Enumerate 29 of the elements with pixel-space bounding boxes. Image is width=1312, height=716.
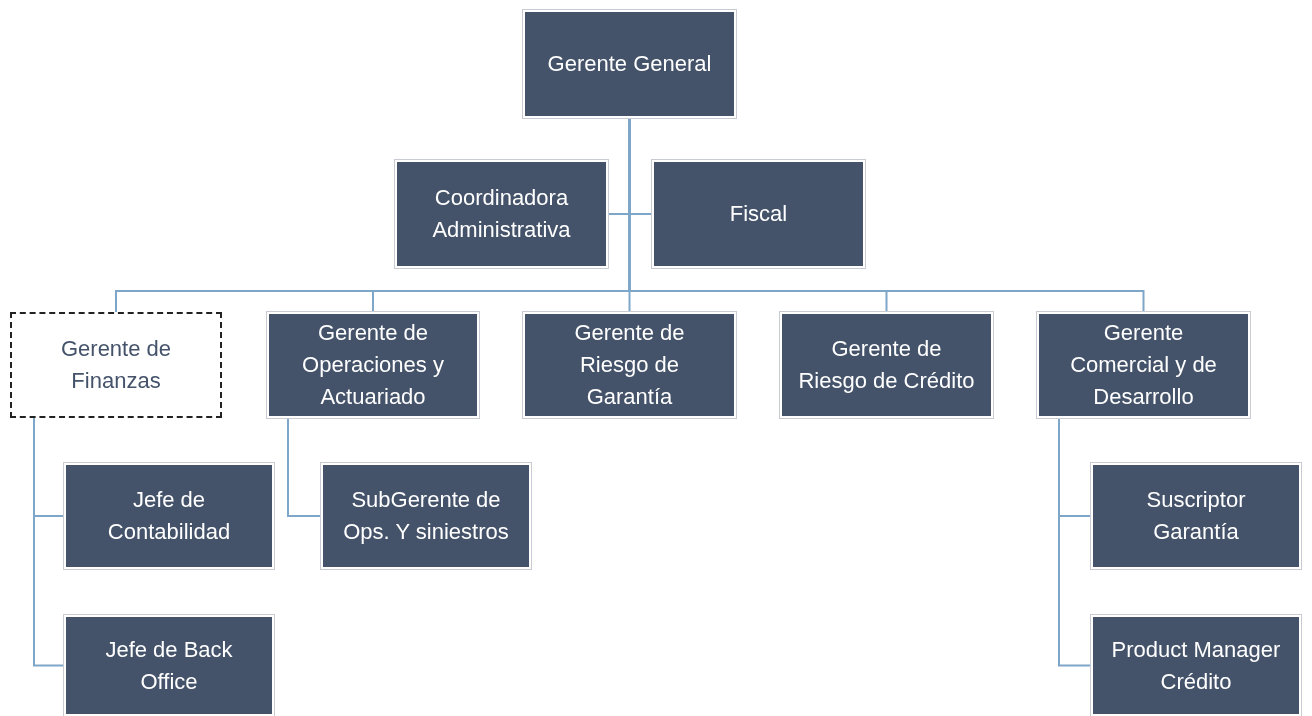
position-box bbox=[10, 312, 222, 418]
position-title: Jefe de Contabilidad bbox=[106, 486, 232, 546]
position-title: Gerente Comercial y de Desarrollo bbox=[1069, 319, 1218, 411]
position-box bbox=[1037, 312, 1250, 418]
position-title: Gerente General bbox=[547, 50, 712, 78]
position-box bbox=[64, 463, 274, 569]
position-box bbox=[1091, 463, 1301, 569]
position-box bbox=[780, 312, 993, 418]
position-title: Suscriptor Garantía bbox=[1145, 486, 1247, 546]
position-box bbox=[267, 312, 479, 418]
position-title: Gerente de Operaciones y Actuariado bbox=[301, 319, 445, 411]
position-box bbox=[1091, 615, 1301, 716]
connector-line bbox=[287, 417, 322, 517]
position-title: Product Manager Crédito bbox=[1110, 635, 1282, 696]
position-box bbox=[523, 312, 736, 418]
position-title: Jefe de Back Office bbox=[104, 635, 234, 696]
position-title: Gerente de Riesgo de Crédito bbox=[797, 335, 976, 395]
connector-line bbox=[33, 417, 65, 667]
position-box bbox=[652, 160, 865, 268]
position-box bbox=[64, 615, 274, 716]
position-box bbox=[321, 463, 531, 569]
position-title: SubGerente de Ops. Y siniestros bbox=[342, 486, 510, 546]
position-box bbox=[523, 10, 736, 118]
position-title: Fiscal bbox=[729, 200, 788, 228]
connector-line bbox=[1058, 417, 1092, 667]
position-title: Coordinadora Administrativa bbox=[431, 184, 572, 244]
position-title: Gerente de Finanzas bbox=[59, 335, 173, 395]
position-title: Gerente de Riesgo de Garantía bbox=[573, 319, 686, 411]
position-box bbox=[395, 160, 608, 268]
